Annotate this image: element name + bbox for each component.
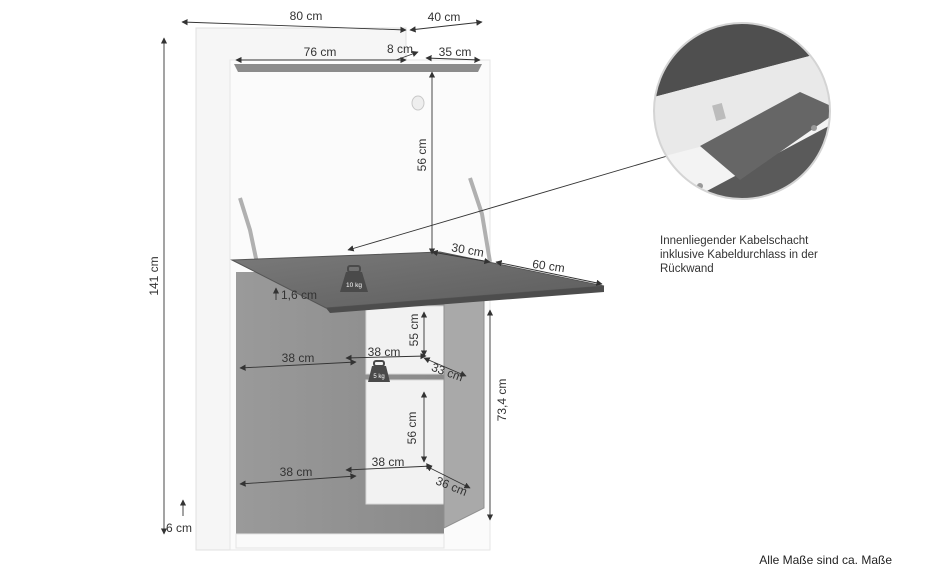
left-hinge: [238, 197, 260, 269]
dim-shelf-lower-height: 56 cm: [405, 412, 419, 445]
dim-shelf-right-upper: 38 cm: [368, 345, 401, 359]
dim-base-height: 6 cm: [166, 521, 192, 535]
note-line-3: Rückwand: [660, 263, 714, 275]
detail-zoom: [653, 22, 831, 200]
dimension-labels: 80 cm 40 cm 76 cm 8 cm 35 cm 56 cm 141 c…: [147, 9, 566, 535]
desk-load-label: 10 kg: [346, 282, 362, 289]
dimension-lines: [160, 19, 709, 535]
cable-channel-note: Innenliegender Kabelschacht inklusive Ka…: [660, 234, 818, 276]
dim-shelf-right-lower: 38 cm: [372, 455, 405, 469]
dim-door-height: 73,4 cm: [495, 379, 509, 422]
desk-flap-edge: [326, 286, 604, 313]
dim-desk-length: 60 cm: [531, 257, 565, 275]
weight-icon-desk: 10 kg: [340, 265, 368, 292]
dim-inner-depth: 35 cm: [439, 45, 472, 59]
note-line-2: inklusive Kabeldurchlass in der: [660, 249, 818, 261]
dim-upper-height: 56 cm: [415, 139, 429, 172]
detail-screw-2: [811, 125, 817, 131]
cabinet-base: [235, 533, 445, 549]
right-hinge: [468, 177, 492, 263]
dim-top-depth: 40 cm: [428, 10, 461, 24]
dim-shelf-left-lower: 38 cm: [280, 465, 313, 479]
dim-desk-thickness: 1,6 cm: [281, 288, 317, 302]
dim-shelf-upper-height: 55 cm: [407, 314, 421, 347]
top-shelf: [234, 64, 482, 72]
note-line-1: Innenliegender Kabelschacht: [660, 235, 809, 247]
dim-top-width: 80 cm: [290, 9, 323, 23]
detail-inner-surface: [654, 48, 830, 160]
shelf-load-label: 5 kg: [373, 374, 384, 380]
detail-desk-surface: [700, 92, 830, 180]
weight-icon-shelf: 5 kg: [368, 360, 390, 382]
detail-cable-slot: [712, 102, 726, 122]
cable-hole: [411, 95, 425, 111]
dim-desk-depth: 30 cm: [450, 240, 485, 259]
footer-note: Alle Maße sind ca. Maße: [759, 553, 892, 567]
dim-shelf-left-upper: 38 cm: [282, 351, 315, 365]
dim-top-gap: 8 cm: [387, 42, 413, 56]
dim-total-height: 141 cm: [147, 256, 161, 295]
dim-inner-width: 76 cm: [304, 45, 337, 59]
